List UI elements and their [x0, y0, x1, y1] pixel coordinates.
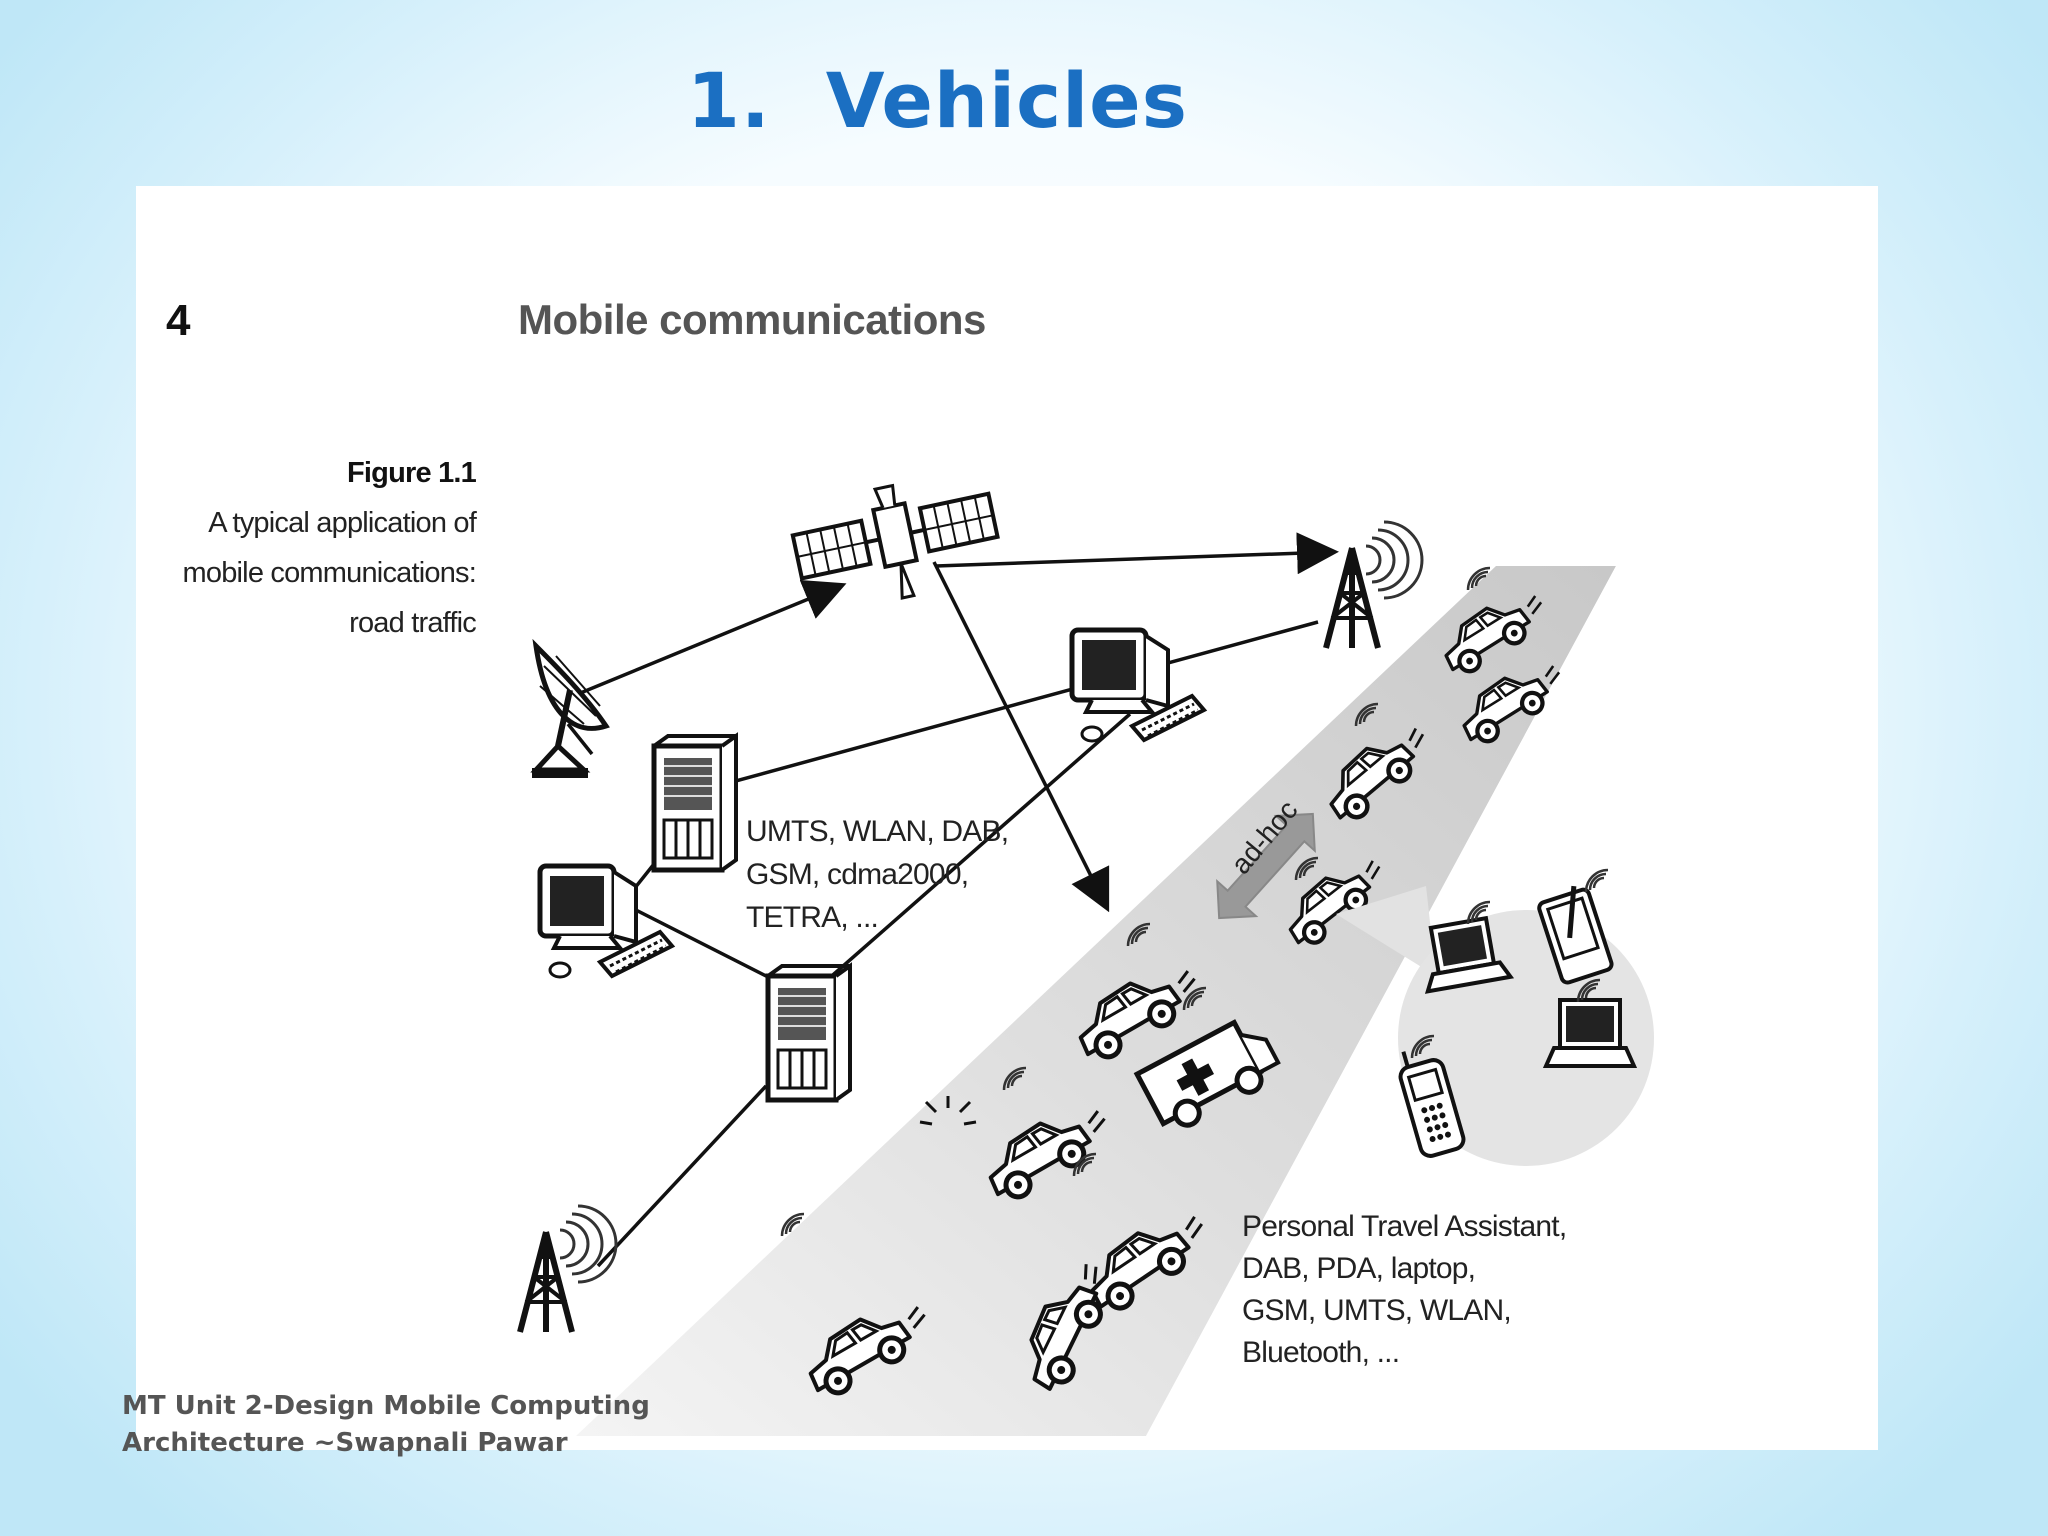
adhoc-arrow: [1216, 812, 1316, 920]
book-title: Mobile communications: [518, 296, 986, 343]
computer-icon: [540, 866, 672, 977]
technology-line: TETRA, ...: [746, 901, 879, 934]
figure-illustration: ad-hoc: [136, 483, 1654, 1436]
technology-line: UMTS, WLAN, DAB,: [746, 815, 1009, 848]
footer-line: MT Unit 2-Design Mobile Computing: [122, 1391, 650, 1421]
mobile-phone-icon: [1398, 1051, 1466, 1158]
page-number: 4: [166, 296, 191, 345]
technology-line: GSM, cdma2000,: [746, 858, 969, 891]
ambulance-icon: [1133, 1019, 1281, 1128]
technologies-label: UMTS, WLAN, DAB, GSM, cdma2000, TETRA, .…: [746, 810, 1076, 939]
server-icon: [654, 736, 736, 870]
pda-icon: [1537, 885, 1614, 985]
device-line: Bluetooth, ...: [1242, 1336, 1400, 1369]
slide-footer: MT Unit 2-Design Mobile Computing Archit…: [122, 1388, 722, 1462]
callout-beam: [1336, 886, 1436, 976]
figure-caption: Figure 1.1 A typical application of mobi…: [156, 448, 477, 648]
server-icon: [768, 966, 850, 1100]
network-links: [566, 532, 1339, 1268]
figure-label: Figure 1.1: [347, 457, 477, 489]
satellite-icon: [790, 483, 1000, 600]
devices-callout: [1398, 868, 1654, 1166]
devices-label: Personal Travel Assistant, DAB, PDA, lap…: [1242, 1206, 1602, 1374]
device-line: Personal Travel Assistant,: [1242, 1210, 1567, 1243]
computer-icon: [1072, 630, 1204, 741]
laptop-icon: [1542, 998, 1638, 1068]
caption-line: A typical application of: [208, 507, 477, 539]
device-line: GSM, UMTS, WLAN,: [1242, 1294, 1512, 1327]
caption-line: mobile communications:: [182, 557, 477, 589]
caption-line: road traffic: [349, 607, 477, 639]
satellite-dish-icon: [530, 638, 610, 778]
footer-line: Architecture ~Swapnali Pawar: [122, 1428, 568, 1458]
slide-title: 1. Vehicles: [687, 56, 1188, 145]
antenna-tower-icon: [520, 1206, 616, 1332]
laptop-icon: [1424, 915, 1515, 994]
road-traffic-figure: ad-hoc 4 Mobile communications Figure 1.…: [136, 186, 1878, 1450]
antenna-tower-icon: [1326, 522, 1422, 648]
police-light-icon: [919, 1096, 977, 1126]
device-line: DAB, PDA, laptop,: [1242, 1252, 1476, 1285]
